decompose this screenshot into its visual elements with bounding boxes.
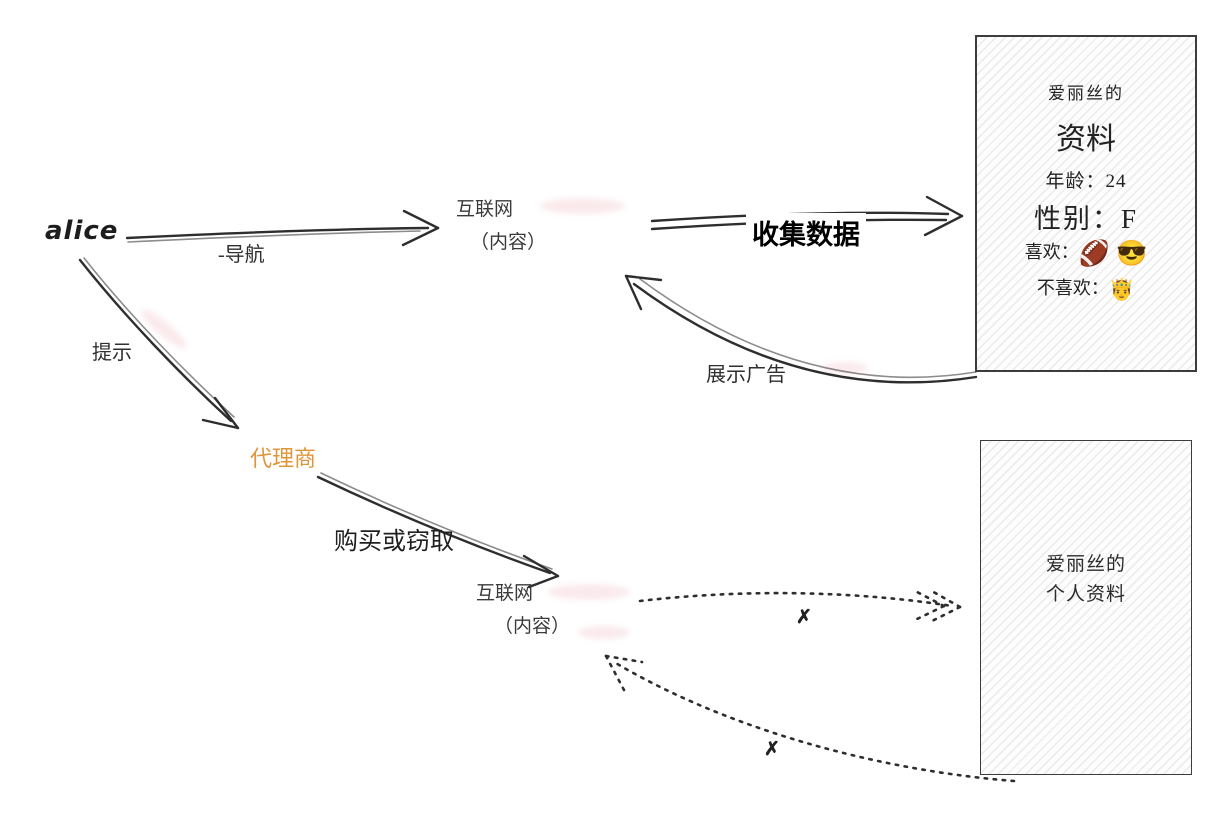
internet-bottom-title: 互联网 (476, 583, 534, 604)
dislikes-emoji: 🤴 (1108, 277, 1136, 302)
age-value: 24 (1105, 171, 1127, 192)
node-alice: alice (45, 216, 119, 246)
arrow-blocked-return (604, 654, 1016, 783)
age-label: 年龄： (1045, 171, 1106, 192)
arrow-blocked-to-card (638, 588, 962, 625)
edge-label-buy-or-steal: 购买或窃取 (334, 529, 454, 555)
likes-emojis: 🏈 😎 (1078, 240, 1148, 268)
personal-data-card-content: 爱丽丝的 个人资料 (981, 413, 1191, 746)
edge-label-collect-data: 收集数据 (746, 213, 866, 252)
personal-data-card: 爱丽丝的 个人资料 (980, 440, 1192, 775)
node-internet-top: 互联网 （内容） (456, 194, 546, 254)
arrow-prompt (78, 257, 240, 430)
edge-label-navigate: -导航 (218, 244, 265, 266)
highlight-smudge (578, 626, 630, 639)
internet-top-title: 互联网 (456, 199, 514, 220)
profile-card: 爱丽丝的 资料 年龄：24 性别：F 喜欢：🏈 😎 不喜欢：🤴 (975, 35, 1197, 372)
personal-card-line2: 个人资料 (1045, 583, 1126, 605)
profile-likes-row: 喜欢：🏈 😎 (1025, 238, 1148, 268)
arrow-navigate (125, 209, 440, 247)
node-internet-bottom: 互联网 （内容） (476, 578, 570, 638)
arrow-show-ads (624, 274, 978, 384)
highlight-smudge (548, 584, 630, 600)
edge-label-prompt: 提示 (92, 342, 132, 364)
dislikes-label: 不喜欢： (1036, 278, 1109, 299)
gender-label: 性别： (1033, 204, 1121, 234)
profile-title: 资料 (1056, 123, 1116, 156)
profile-gender-row: 性别：F (1034, 197, 1138, 236)
likes-label: 喜欢： (1024, 242, 1079, 262)
profile-card-content: 爱丽丝的 资料 年龄：24 性别：F 喜欢：🏈 😎 不喜欢：🤴 (977, 37, 1195, 370)
personal-card-line1: 爱丽丝的 (1045, 554, 1126, 576)
gender-value: F (1120, 204, 1139, 234)
profile-dislikes-row: 不喜欢：🤴 (1037, 274, 1135, 302)
profile-owner: 爱丽丝的 (1048, 84, 1124, 103)
internet-bottom-subtitle: （内容） (494, 616, 571, 637)
highlight-smudge (540, 198, 625, 214)
profile-age-row: 年龄：24 (1045, 166, 1126, 193)
arrow-buy-or-steal (316, 472, 560, 589)
blocked-cross-bottom: ✗ (764, 739, 780, 760)
highlight-smudge (822, 362, 868, 374)
edge-label-show-ads: 展示广告 (706, 364, 786, 386)
blocked-cross-top: ✗ (796, 607, 812, 628)
node-agent: 代理商 (250, 446, 317, 471)
internet-top-subtitle: （内容） (470, 232, 547, 253)
